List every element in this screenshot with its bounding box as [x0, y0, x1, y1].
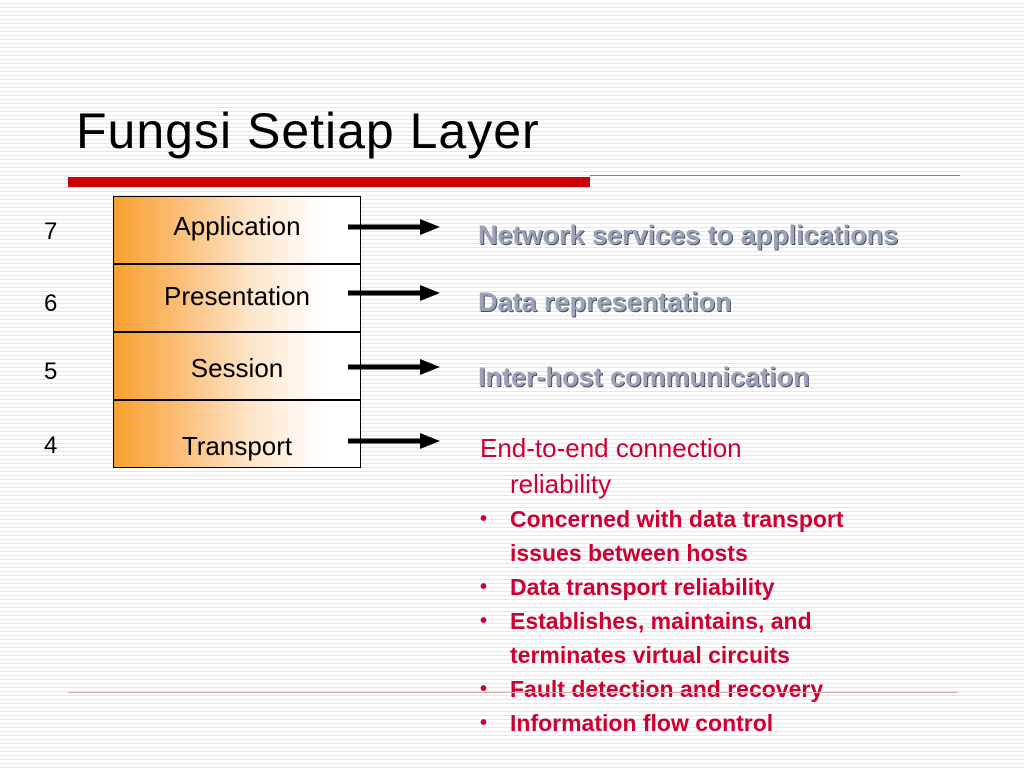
- bullet-icon: •: [480, 610, 488, 632]
- layer-box-application: Application: [113, 196, 361, 264]
- function-network-services: Network services to applications: [478, 220, 899, 250]
- arrow-right-icon: [348, 433, 440, 449]
- transport-detail: End-to-end connection reliability • Conc…: [480, 430, 980, 740]
- list-item: • Fault detection and recovery: [480, 672, 980, 706]
- transport-function-line1: End-to-end connection: [480, 433, 742, 463]
- transport-bullet-list: • Concerned with data transport issues b…: [480, 502, 980, 740]
- bullet-icon: •: [480, 712, 488, 734]
- layer-label-transport: Transport: [181, 431, 293, 461]
- arrow-right-icon: [348, 219, 440, 235]
- layer-label-presentation: Presentation: [164, 281, 310, 311]
- layer-box-transport: Transport: [113, 400, 361, 468]
- bullet-icon: •: [480, 678, 488, 700]
- title-underline-bar: [68, 177, 590, 187]
- layer-number-6: 6: [44, 290, 58, 317]
- list-item: • Data transport reliability: [480, 570, 980, 604]
- layer-number-5: 5: [44, 358, 58, 385]
- layer-label-application: Application: [173, 211, 301, 241]
- arrow-right-icon: [348, 359, 440, 375]
- layer-label-session: Session: [190, 353, 284, 383]
- arrow-right-icon: [348, 285, 440, 301]
- list-item: • Concerned with data transport issues b…: [480, 502, 980, 570]
- list-item: • Establishes, maintains, and terminates…: [480, 604, 980, 672]
- layer-number-7: 7: [44, 218, 58, 245]
- slide-title: Fungsi Setiap Layer: [76, 103, 540, 159]
- layer-number-4: 4: [44, 432, 58, 459]
- transport-function: End-to-end connection reliability: [480, 430, 980, 502]
- title-underline-rule: [590, 175, 960, 176]
- bullet-icon: •: [480, 508, 488, 530]
- bullet-icon: •: [480, 576, 488, 598]
- transport-function-line2: reliability: [510, 469, 612, 499]
- function-inter-host: Inter-host communication: [478, 362, 810, 392]
- layer-box-presentation: Presentation: [113, 264, 361, 332]
- function-data-representation: Data representation: [478, 287, 732, 317]
- list-item: • Information flow control: [480, 706, 980, 740]
- layer-box-session: Session: [113, 332, 361, 400]
- bottom-divider: [68, 692, 958, 693]
